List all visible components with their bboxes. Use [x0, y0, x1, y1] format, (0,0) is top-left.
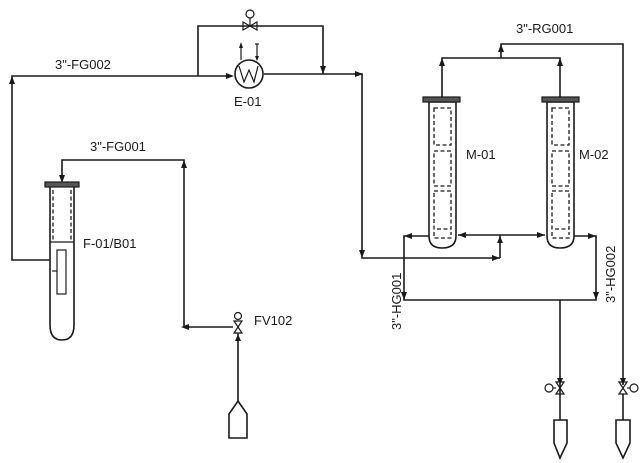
reactor-m01-label: M-01 [466, 147, 496, 162]
line-label-fg002: 3"-FG002 [55, 57, 111, 72]
reactor-m02-label: M-02 [579, 147, 609, 162]
feed-line[interactable] [235, 333, 241, 401]
furnace-f01-b01[interactable] [44, 181, 80, 341]
furnace-label: F-01/B01 [83, 236, 136, 251]
line-rg001[interactable] [439, 43, 626, 385]
reactor-inlet-header[interactable] [458, 232, 545, 258]
line-fg001[interactable] [59, 159, 233, 330]
line-label-rg001: 3"-RG001 [516, 21, 573, 36]
line-fg002[interactable] [9, 71, 500, 261]
line-hg001[interactable] [401, 233, 560, 301]
line-label-hg002: 3"-HG002 [603, 246, 618, 303]
control-valve-icon[interactable] [242, 9, 258, 32]
reactor-m02[interactable] [541, 96, 580, 249]
feed-valve-fv102[interactable] [232, 311, 244, 334]
outlet-valve-2[interactable] [617, 381, 639, 395]
feed-valve-label: FV102 [254, 313, 292, 328]
tank-icon[interactable] [228, 399, 248, 439]
heat-exchanger-label: E-01 [234, 94, 261, 109]
tank-icon[interactable] [615, 419, 631, 460]
tank-icon[interactable] [553, 419, 568, 461]
line-hg002[interactable] [560, 233, 599, 301]
line-label-fg001: 3"-FG001 [90, 139, 146, 154]
line-label-hg001: 3"-HG001 [389, 273, 404, 330]
exchanger-bypass-line[interactable] [197, 25, 326, 76]
outlet-line-1[interactable] [557, 300, 563, 420]
outlet-valve-1[interactable] [544, 381, 566, 395]
reactor-m01[interactable] [422, 96, 461, 249]
heat-exchanger-icon[interactable] [234, 42, 264, 89]
